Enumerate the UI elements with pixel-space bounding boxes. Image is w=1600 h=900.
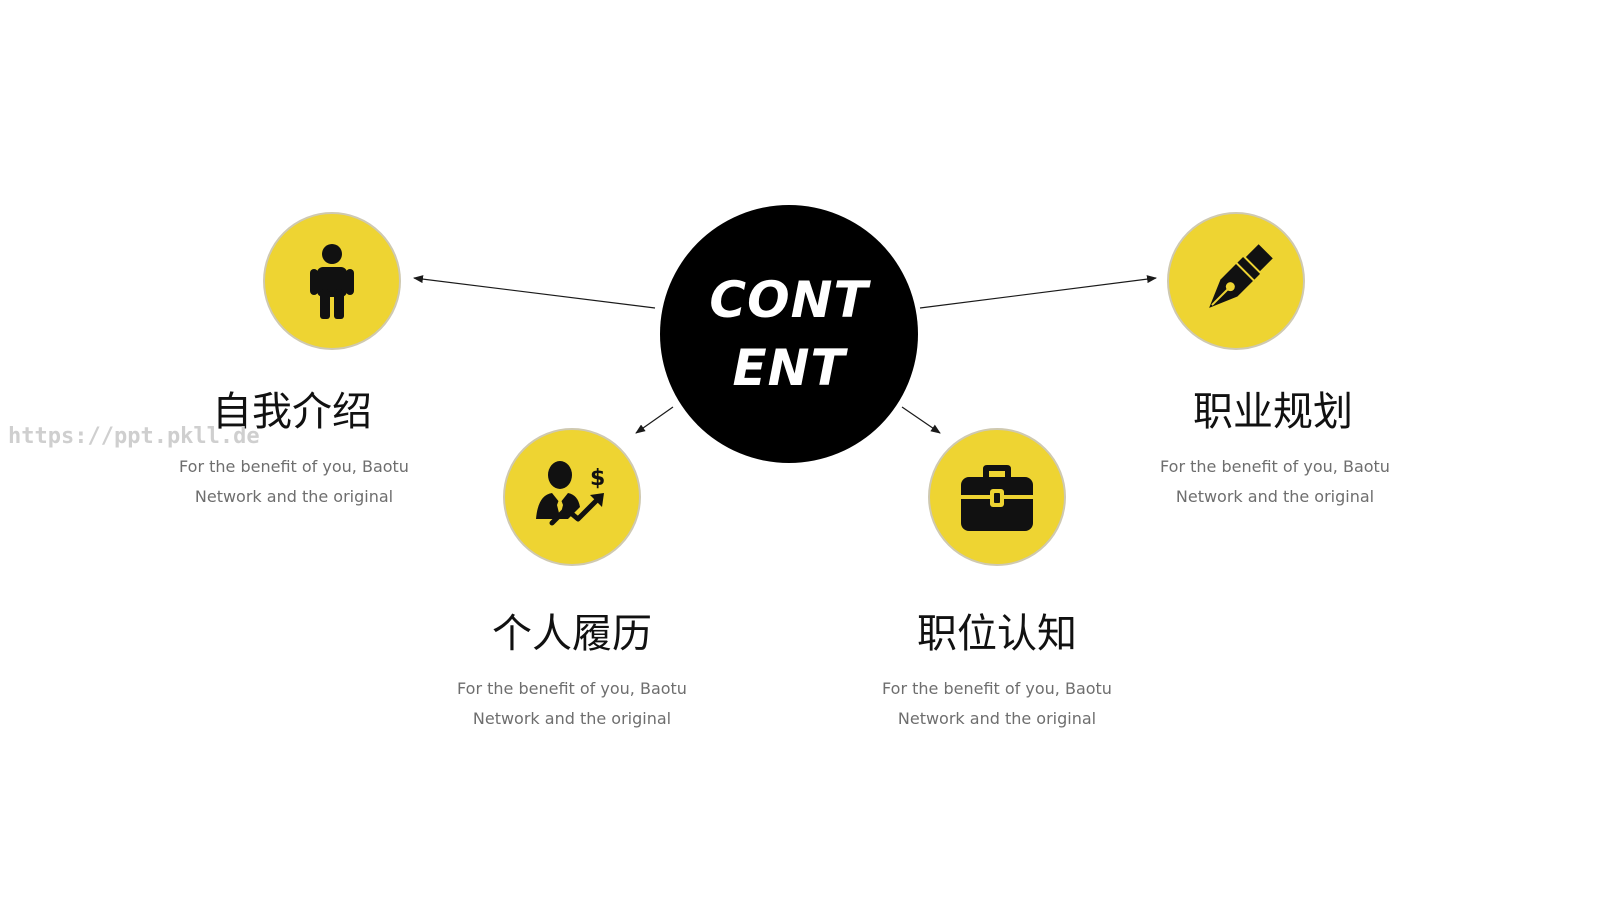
center-text-line2: ENT xyxy=(732,339,846,397)
title-self-intro: 自我介绍 xyxy=(212,389,372,435)
briefcase-icon xyxy=(961,465,1033,531)
title-job-cognition: 职位认知 xyxy=(917,611,1077,657)
desc-career-plan-line1: For the benefit of you, Baotu xyxy=(1160,457,1390,476)
center-text-line1: CONT xyxy=(709,271,869,329)
desc-career-plan: For the benefit of you, Baotu Network an… xyxy=(1115,452,1435,512)
watermark-text: https://ppt.pkll.de xyxy=(8,424,260,449)
title-career-plan: 职业规划 xyxy=(1193,389,1353,435)
arrow-to-self-intro xyxy=(413,275,656,309)
person-icon xyxy=(310,244,354,319)
desc-resume-line1: For the benefit of you, Baotu xyxy=(457,679,687,698)
pen-nib-icon xyxy=(1209,244,1273,308)
businessman-growth-icon: $ xyxy=(536,461,605,526)
desc-resume: For the benefit of you, Baotu Network an… xyxy=(412,674,732,734)
arrow-to-resume xyxy=(635,406,674,434)
desc-resume-line2: Network and the original xyxy=(472,709,672,728)
node-job-cognition xyxy=(928,428,1066,566)
desc-job-cognition: For the benefit of you, Baotu Network an… xyxy=(837,674,1157,734)
desc-self-intro-line2: Network and the original xyxy=(194,487,394,506)
node-career-plan xyxy=(1167,212,1305,350)
title-resume: 个人履历 xyxy=(492,611,652,657)
desc-job-cognition-line1: For the benefit of you, Baotu xyxy=(882,679,1112,698)
arrow-to-career-plan xyxy=(919,275,1157,309)
content-circle: CONT ENT xyxy=(660,205,918,463)
arrow-to-job-cognition xyxy=(901,406,941,434)
svg-text:$: $ xyxy=(590,466,605,491)
desc-self-intro: For the benefit of you, Baotu Network an… xyxy=(134,452,454,512)
node-resume: $ xyxy=(503,428,641,566)
node-self-intro xyxy=(263,212,401,350)
desc-job-cognition-line2: Network and the original xyxy=(897,709,1097,728)
desc-self-intro-line1: For the benefit of you, Baotu xyxy=(179,457,409,476)
desc-career-plan-line2: Network and the original xyxy=(1175,487,1375,506)
